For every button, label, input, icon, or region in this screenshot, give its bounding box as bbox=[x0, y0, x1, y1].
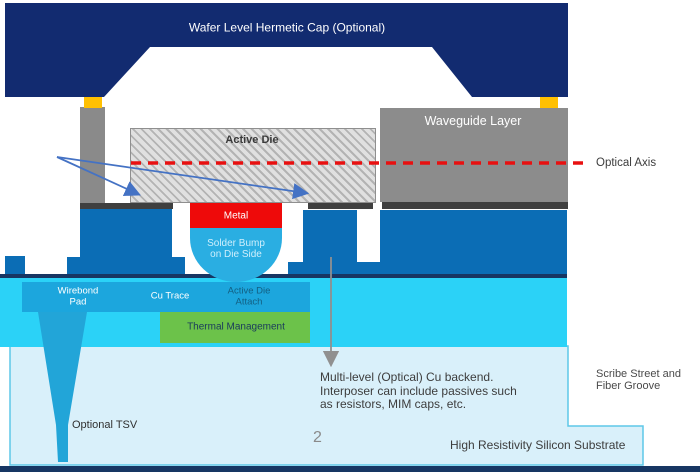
bond-pad-left bbox=[84, 97, 102, 108]
waveguide-pad-strip bbox=[382, 202, 568, 209]
waveguide-label: Waveguide Layer bbox=[424, 114, 522, 128]
interposer-pillar-left bbox=[80, 209, 172, 258]
interposer-slab-right bbox=[380, 210, 567, 262]
interposer-block-edge bbox=[5, 256, 25, 274]
hermetic-cap-shape bbox=[5, 3, 568, 97]
cu-trace-label: Cu Trace bbox=[150, 290, 190, 302]
solder-bump-label: Solder Bump on Die Side bbox=[207, 237, 265, 260]
interposer-note: Multi-level (Optical) Cu backend. Interp… bbox=[320, 370, 517, 411]
wirebond-pad-label: Wirebond Pad bbox=[57, 285, 99, 307]
interposer-foot-left bbox=[67, 257, 185, 274]
cap-support-pillar bbox=[80, 107, 105, 204]
interposer-top-line bbox=[0, 274, 567, 278]
cap-label: Wafer Level Hermetic Cap (Optional) bbox=[188, 20, 386, 35]
thermal-management-block bbox=[160, 312, 310, 343]
interposer-foot-right bbox=[288, 262, 567, 275]
page-number: 2 bbox=[313, 429, 322, 446]
waveguide-layer-block bbox=[380, 108, 568, 202]
active-die-attach-label: Active Die Attach bbox=[227, 285, 271, 307]
optional-tsv-label: Optional TSV bbox=[72, 419, 138, 431]
die-pad-strip-right bbox=[308, 203, 373, 209]
interposer-pillar-right bbox=[303, 210, 357, 262]
substrate-label: High Resistivity Silicon Substrate bbox=[450, 438, 626, 452]
thermal-management-label: Thermal Management bbox=[187, 321, 285, 333]
die-pad-strip-left bbox=[80, 203, 173, 209]
interposer-label-box bbox=[22, 282, 310, 312]
bottom-edge-line bbox=[0, 466, 700, 472]
metal-label: Metal bbox=[223, 210, 249, 222]
bond-pad-right bbox=[540, 97, 558, 108]
scribe-street-label: Scribe Street and Fiber Groove bbox=[596, 368, 681, 393]
optical-axis-label: Optical Axis bbox=[596, 157, 657, 169]
metal-block bbox=[190, 203, 282, 228]
active-die-label: Active Die bbox=[225, 133, 279, 146]
